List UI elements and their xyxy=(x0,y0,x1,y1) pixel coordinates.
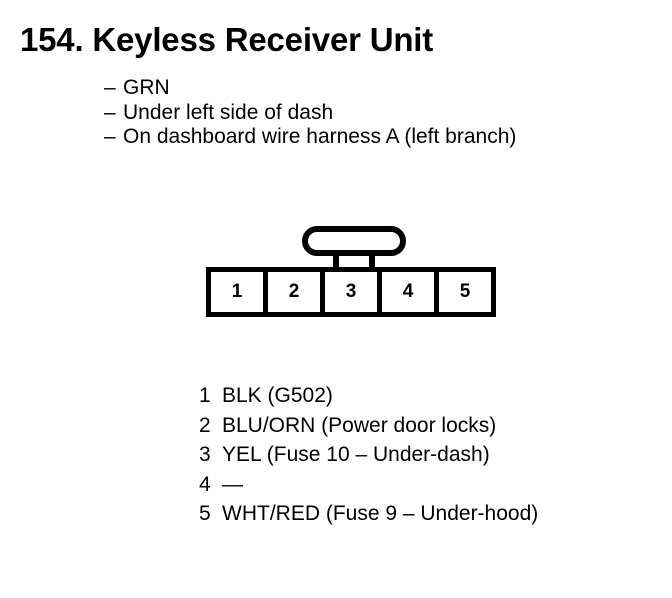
legend-pin-description: BLK (G502) xyxy=(222,384,333,407)
notes-list: – GRN – Under left side of dash – On das… xyxy=(104,76,516,150)
connector-pin-cell-2: 2 xyxy=(268,272,325,312)
legend-pin-description: BLU/ORN (Power door locks) xyxy=(222,413,497,437)
legend-pin-number: 2 xyxy=(199,413,211,437)
connector-pin-cell-5: 5 xyxy=(439,272,491,312)
list-item: – On dashboard wire harness A (left bran… xyxy=(104,125,516,150)
pin-cell-number: 3 xyxy=(345,280,357,302)
connector-diagram: 1 2 3 4 5 xyxy=(206,226,496,318)
legend-row: 3 YEL (Fuse 10 – Under-dash) xyxy=(199,440,538,470)
legend-pin-description: — xyxy=(222,472,243,496)
list-item: – GRN xyxy=(104,76,516,101)
legend-pin-description: WHT/RED (Fuse 9 – Under-hood) xyxy=(222,502,539,525)
pin-cell-number: 1 xyxy=(231,280,243,302)
connector-latch-leg-right-icon xyxy=(369,250,375,272)
connector-latch-leg-left-icon xyxy=(333,250,339,272)
pin-cell-number: 5 xyxy=(459,280,471,302)
page-title: 154. Keyless Receiver Unit xyxy=(20,21,434,58)
list-item: – Under left side of dash xyxy=(104,101,516,126)
connector-body: 1 2 3 4 5 xyxy=(206,267,496,317)
pin-cell-number: 4 xyxy=(402,280,414,302)
pin-cell-number: 2 xyxy=(288,280,300,302)
legend-row: 4 — xyxy=(199,470,538,500)
legend-pin-number: 3 xyxy=(199,443,211,466)
connector-pin-cell-4: 4 xyxy=(382,272,439,312)
note-text: On dashboard wire harness A (left branch… xyxy=(123,125,517,148)
note-text: Under left side of dash xyxy=(123,100,334,124)
pin-legend: 1 BLK (G502) 2 BLU/ORN (Power door locks… xyxy=(199,381,538,529)
legend-row: 5 WHT/RED (Fuse 9 – Under-hood) xyxy=(199,499,538,529)
connector-latch-icon xyxy=(302,226,406,256)
legend-pin-number: 4 xyxy=(199,472,211,496)
legend-pin-number: 5 xyxy=(199,502,211,525)
legend-pin-description: YEL (Fuse 10 – Under-dash) xyxy=(222,443,490,466)
legend-pin-number: 1 xyxy=(199,384,211,407)
connector-pin-cell-3: 3 xyxy=(325,272,382,312)
note-text: GRN xyxy=(123,76,170,99)
legend-row: 2 BLU/ORN (Power door locks) xyxy=(199,411,538,441)
en-dash-bullet-icon: – xyxy=(104,100,116,124)
en-dash-bullet-icon: – xyxy=(104,76,116,99)
connector-pin-cell-1: 1 xyxy=(211,272,268,312)
legend-row: 1 BLK (G502) xyxy=(199,381,538,411)
en-dash-bullet-icon: – xyxy=(104,125,116,148)
